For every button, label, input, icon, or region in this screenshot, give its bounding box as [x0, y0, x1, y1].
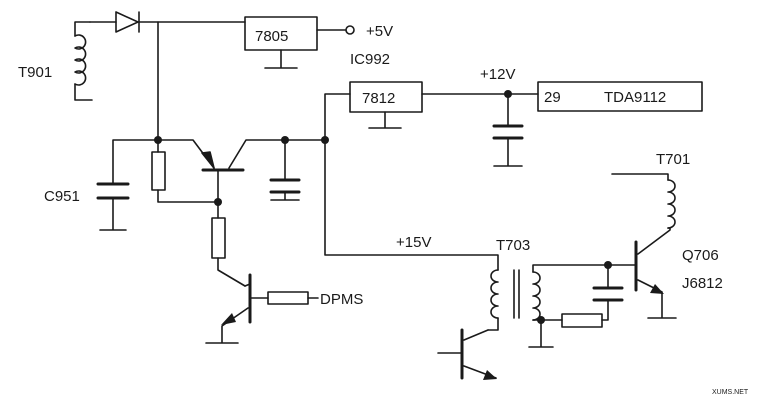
bias-resistor [151, 136, 219, 203]
rectifier-diode [89, 11, 246, 141]
t703-transformer [487, 264, 609, 331]
dpms-transistor [205, 273, 319, 344]
t701-label: T701 [656, 151, 690, 168]
q706-label: Q706 [682, 247, 719, 264]
plus5v-label: +5V [366, 23, 393, 40]
regulator-7812 [324, 81, 539, 141]
watermark: XUMS.NET [712, 389, 749, 396]
base-resistor [211, 201, 246, 287]
j6812-label: J6812 [682, 275, 723, 292]
plus15v-label: +15V [396, 234, 431, 251]
driver-transistor [437, 328, 497, 380]
t901-label: T901 [18, 64, 52, 81]
pass-transistor [157, 139, 326, 206]
t701-winding [611, 173, 676, 229]
plus12v-label: +12V [480, 66, 515, 83]
c951-label: C951 [44, 188, 80, 205]
ic992-label: IC992 [350, 51, 390, 68]
tda9112-label: TDA9112 [604, 89, 666, 106]
tda9112-ic [537, 81, 703, 112]
cap-12v [492, 90, 524, 167]
secondary-network [528, 261, 637, 348]
regulator-7805 [244, 16, 355, 69]
q706-transistor [634, 227, 677, 319]
filter-capacitor [269, 136, 329, 201]
t901-winding [74, 21, 93, 101]
dpms-label: DPMS [320, 291, 363, 308]
t703-label: T703 [496, 237, 530, 254]
c951-capacitor [96, 139, 159, 231]
reg-7805-text: 7805 [255, 28, 288, 45]
pin29-label: 29 [544, 89, 561, 106]
plus15v-line [324, 139, 499, 271]
reg-7812-text: 7812 [362, 90, 395, 107]
